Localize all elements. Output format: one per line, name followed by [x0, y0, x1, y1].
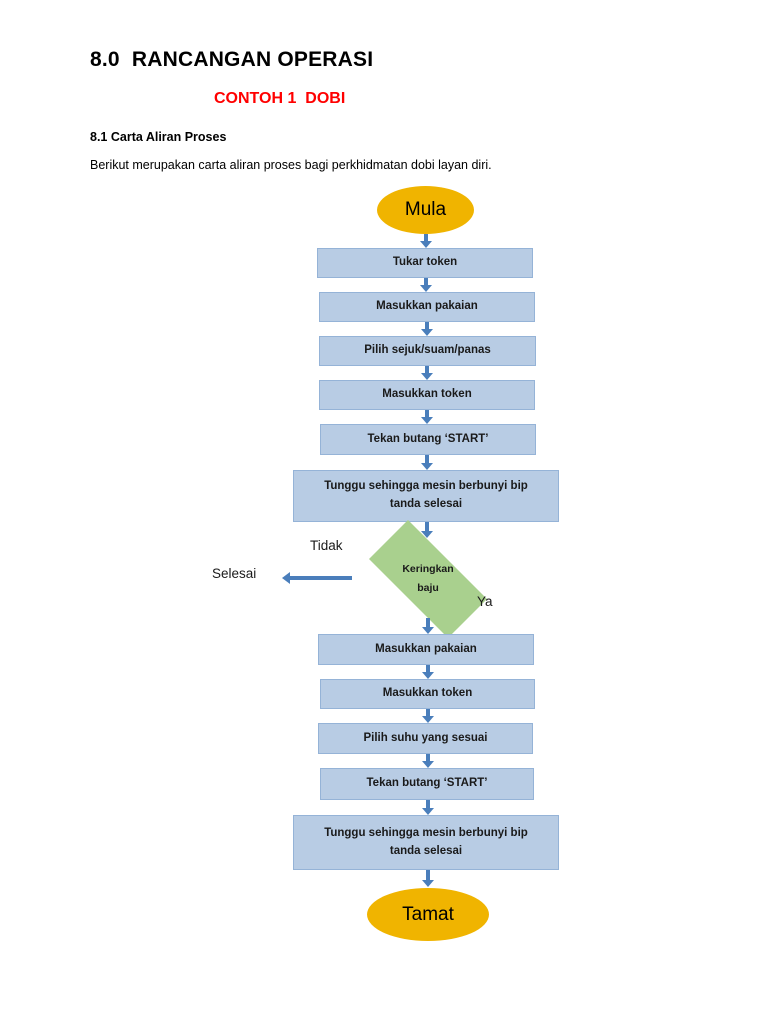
connector-arrow-down — [422, 618, 434, 634]
edge-label-ya: Ya — [477, 594, 493, 609]
flow-node-tunggu-bip-2: Tunggu sehingga mesin berbunyi bip tanda… — [293, 815, 559, 870]
flow-node-label: Tekan butang ‘START’ — [367, 432, 489, 445]
connector-arrow-down — [422, 870, 434, 887]
flow-node-tekan-start-2: Tekan butang ‘START’ — [320, 768, 534, 800]
connector-arrow-down — [421, 522, 433, 538]
page-subtitle: CONTOH 1 DOBI — [214, 90, 346, 107]
edge-label-selesai: Selesai — [212, 566, 257, 581]
flow-node-masukkan-pakaian-1: Masukkan pakaian — [319, 292, 535, 322]
flow-node-label: Masukkan token — [382, 388, 472, 401]
flow-node-label: Pilih sejuk/suam/panas — [364, 344, 491, 357]
connector-arrow-down — [420, 278, 432, 292]
connector-arrow-down — [422, 800, 434, 815]
flow-node-label: Masukkan pakaian — [375, 642, 477, 655]
connector-arrow-left — [282, 572, 352, 584]
flow-node-label: Pilih suhu yang sesuai — [363, 731, 488, 744]
flow-node-label: Masukkan token — [382, 687, 473, 700]
flow-node-label: Tukar token — [392, 256, 458, 269]
flow-node-decision-keringkan-baju: Keringkan baju — [349, 520, 507, 638]
flow-node-label: Tamat — [402, 903, 454, 925]
flow-node-start-mula: Mula — [377, 186, 474, 234]
connector-arrow-down — [422, 754, 434, 768]
flow-node-pilih-suhu-sesuai: Pilih suhu yang sesuai — [318, 723, 533, 754]
flow-node-label-line2: tanda selesai — [389, 844, 463, 857]
flow-node-tunggu-bip-1: Tunggu sehingga mesin berbunyi bip tanda… — [293, 470, 559, 522]
flow-node-label: Masukkan pakaian — [376, 300, 478, 313]
document-header: 8.0 RANCANGAN OPERASI CONTOH 1 DOBI 8.1 … — [90, 48, 690, 172]
connector-arrow-down — [420, 234, 432, 248]
flow-node-label: Mula — [404, 199, 447, 220]
edge-label-tidak: Tidak — [310, 538, 343, 553]
connector-arrow-down — [421, 410, 433, 424]
flow-node-masukkan-token-2: Masukkan token — [320, 679, 535, 709]
connector-arrow-down — [421, 322, 433, 336]
flow-node-pilih-suhu-air: Pilih sejuk/suam/panas — [319, 336, 536, 366]
connector-arrow-down — [422, 665, 434, 679]
flow-node-masukkan-token-1: Masukkan token — [319, 380, 535, 410]
connector-arrow-down — [421, 455, 433, 470]
flow-node-masukkan-pakaian-2: Masukkan pakaian — [318, 634, 534, 665]
flow-node-label-line1: Keringkan — [402, 563, 454, 576]
connector-arrow-down — [421, 366, 433, 380]
flow-node-label-line1: Tunggu sehingga mesin berbunyi bip — [324, 826, 528, 839]
flow-node-label-line2: tanda selesai — [389, 498, 463, 510]
section-intro-text: Berikut merupakan carta aliran proses ba… — [90, 158, 492, 172]
section-heading: 8.1 Carta Aliran Proses — [90, 130, 227, 144]
page-title: 8.0 RANCANGAN OPERASI — [90, 48, 374, 71]
flow-node-tukar-token: Tukar token — [317, 248, 533, 278]
connector-arrow-down — [422, 709, 434, 723]
flow-node-tekan-start-1: Tekan butang ‘START’ — [320, 424, 536, 455]
flow-node-end-tamat: Tamat — [367, 888, 489, 941]
flow-node-label: Tekan butang ‘START’ — [366, 777, 488, 790]
flow-node-label-line1: Tunggu sehingga mesin berbunyi bip — [324, 480, 528, 493]
flow-node-label-line2: baju — [417, 582, 439, 594]
